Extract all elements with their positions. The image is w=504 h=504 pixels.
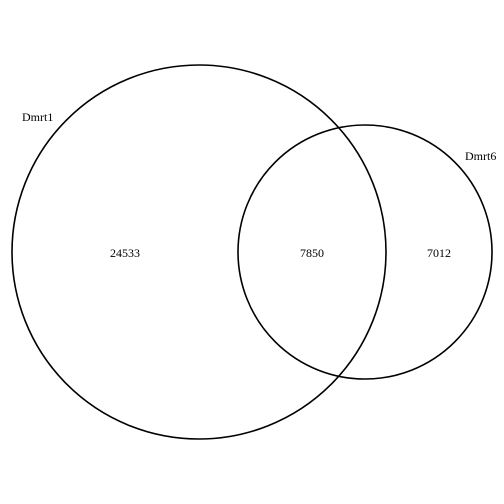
- set-circle-dmrt1: [11, 64, 387, 440]
- set-label-dmrt1: Dmrt1: [22, 110, 53, 124]
- region-count-intersection: 7850: [300, 246, 324, 260]
- region-count-dmrt6-only: 7012: [427, 246, 451, 260]
- set-circle-dmrt6: [237, 124, 493, 380]
- set-label-dmrt6: Dmrt6: [465, 149, 496, 163]
- region-count-dmrt1-only: 24533: [110, 246, 140, 260]
